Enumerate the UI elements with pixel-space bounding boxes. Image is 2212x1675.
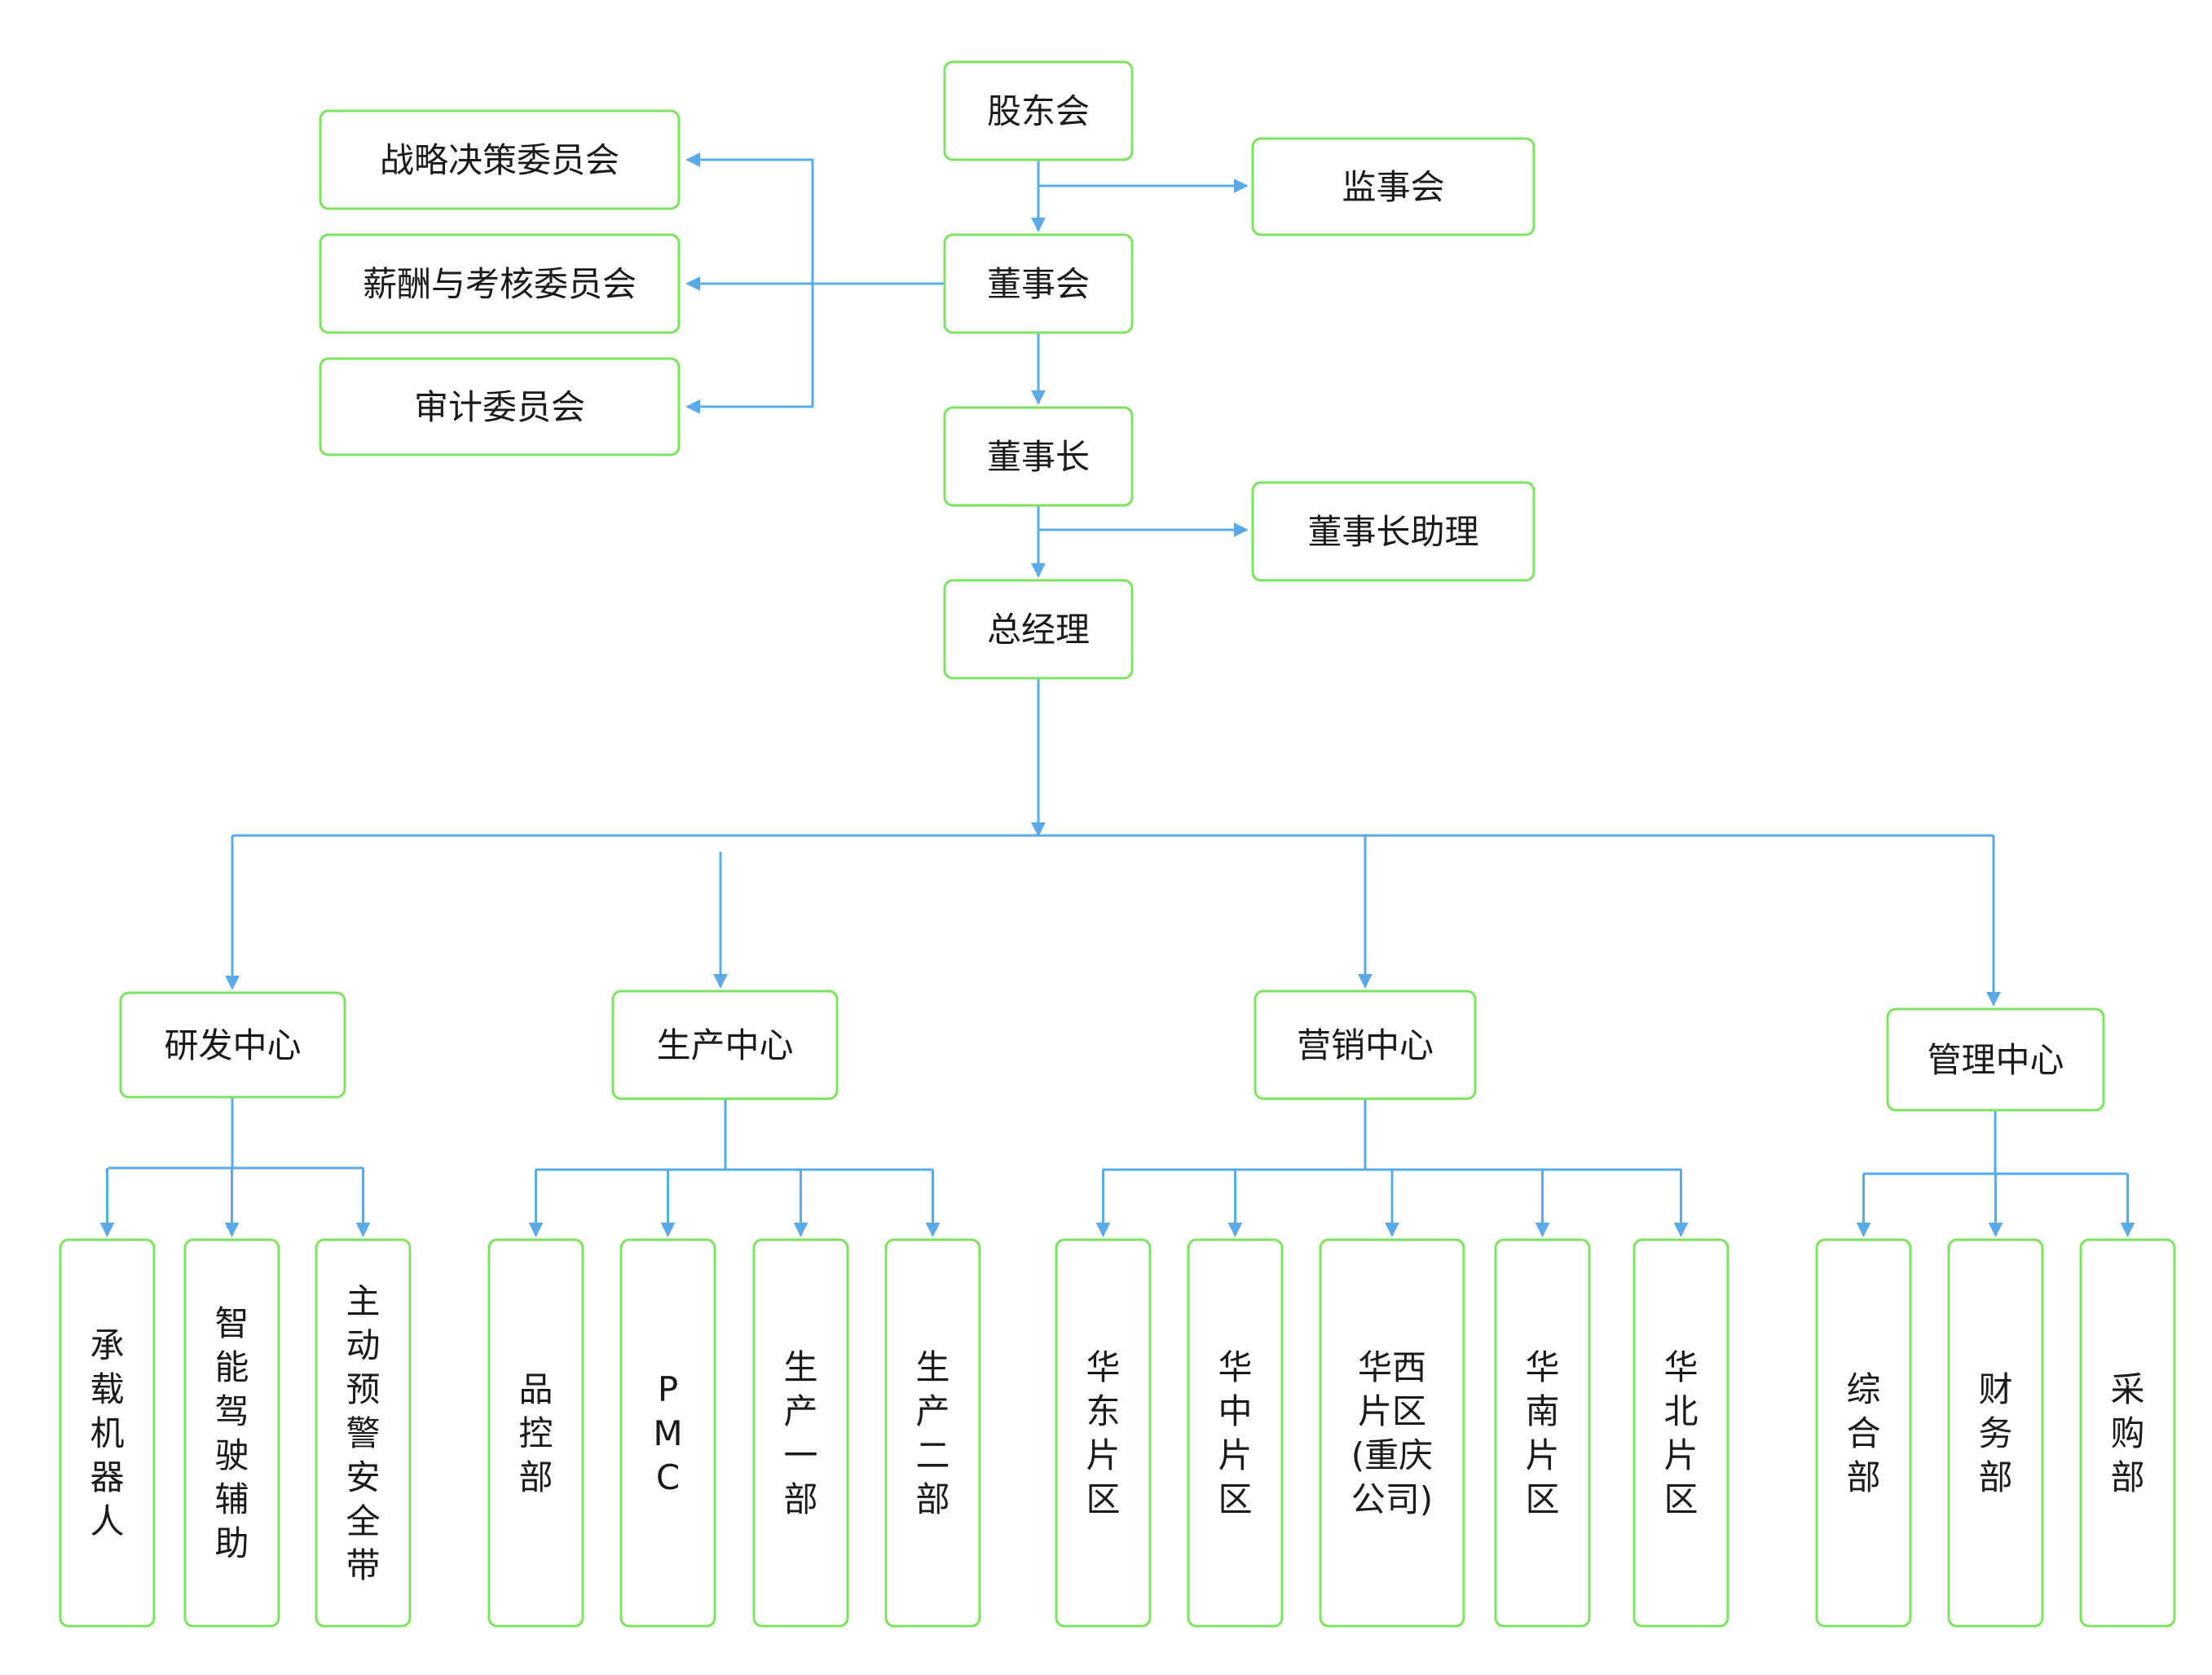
edge-board-audit — [685, 284, 814, 414]
supervisory-board-label: 监事会 — [1342, 167, 1444, 207]
rd-center-frame — [119, 991, 346, 1099]
audit-committee: 审计委员会 — [319, 357, 681, 456]
compensation-committee: 薪酬与考核委员会 — [319, 233, 681, 334]
board-of-directors-frame — [943, 233, 1134, 334]
rd-dept-adas: 智能驾驶辅助 — [183, 1238, 280, 1628]
mkt-dept-east: 华东片区 — [1055, 1238, 1152, 1628]
prod-dept-1-frame — [752, 1238, 849, 1628]
mkt-dept-north-label: 华北片区 — [1663, 1347, 1698, 1519]
mgmt-dept-general-frame — [1815, 1238, 1912, 1628]
marketing-center: 营销中心 — [1254, 990, 1477, 1100]
mkt-dept-central-label: 华中片区 — [1218, 1347, 1252, 1519]
mgmt-dept-general-label: 综合部 — [1846, 1369, 1880, 1497]
management-center-frame — [1886, 1007, 2105, 1112]
mkt-dept-west: 华西片区(重庆公司) — [1319, 1238, 1465, 1628]
rd-center: 研发中心 — [119, 991, 346, 1099]
rd-center-label: 研发中心 — [164, 1025, 301, 1065]
mkt-dept-west-label: 华西片区(重庆公司) — [1351, 1347, 1433, 1519]
mkt-dept-west-frame — [1319, 1238, 1465, 1628]
prod-dept-1: 生产一部 — [752, 1238, 849, 1628]
shareholders-meeting-label: 股东会 — [987, 91, 1090, 131]
mgmt-dept-purchasing: 采购部 — [2079, 1238, 2176, 1628]
production-center-frame — [611, 990, 839, 1100]
management-center-label: 管理中心 — [1927, 1040, 2064, 1080]
board-of-directors-label: 董事会 — [987, 264, 1090, 304]
chairman-assistant-frame — [1251, 481, 1536, 582]
rd-dept-seatbelt-label: 主动预警安全带 — [346, 1281, 380, 1585]
audit-committee-label: 审计委员会 — [414, 387, 585, 427]
general-manager-frame — [943, 579, 1134, 680]
prod-dept-1-label: 生产一部 — [783, 1347, 817, 1519]
mkt-dept-east-frame — [1055, 1238, 1152, 1628]
prod-dept-pmc-frame — [619, 1238, 716, 1628]
general-manager: 总经理 — [943, 579, 1134, 680]
mkt-dept-south-label: 华南片区 — [1525, 1347, 1559, 1519]
prod-dept-qc-label: 品控部 — [518, 1369, 553, 1497]
production-center-label: 生产中心 — [656, 1025, 793, 1065]
mkt-dept-central: 华中片区 — [1187, 1238, 1284, 1628]
mkt-dept-south: 华南片区 — [1494, 1238, 1591, 1628]
chairman: 董事长 — [943, 406, 1134, 507]
prod-dept-qc: 品控部 — [487, 1238, 584, 1628]
chairman-assistant: 董事长助理 — [1251, 481, 1536, 582]
marketing-center-frame — [1254, 990, 1477, 1100]
compensation-committee-frame — [319, 233, 681, 334]
mgmt-dept-finance-label: 财务部 — [1978, 1369, 2012, 1497]
compensation-committee-label: 薪酬与考核委员会 — [363, 264, 637, 304]
mgmt-dept-general: 综合部 — [1815, 1238, 1912, 1628]
supervisory-board-frame — [1251, 137, 1536, 236]
mkt-dept-central-frame — [1187, 1238, 1284, 1628]
production-center: 生产中心 — [611, 990, 839, 1100]
mkt-dept-north: 华北片区 — [1633, 1238, 1730, 1628]
prod-dept-qc-frame — [487, 1238, 584, 1628]
mgmt-dept-finance-frame — [1947, 1238, 2044, 1628]
prod-dept-2: 生产二部 — [884, 1238, 981, 1628]
rd-dept-adas-label: 智能驾驶辅助 — [214, 1303, 249, 1563]
mgmt-dept-purchasing-label: 采购部 — [2110, 1369, 2144, 1497]
mkt-dept-north-frame — [1633, 1238, 1730, 1628]
prod-dept-2-frame — [884, 1238, 981, 1628]
board-of-directors: 董事会 — [943, 233, 1134, 334]
shareholders-meeting-frame — [943, 60, 1134, 161]
rd-dept-seatbelt: 主动预警安全带 — [315, 1238, 412, 1628]
rd-dept-robot-label: 承载机器人 — [90, 1325, 124, 1541]
marketing-center-label: 营销中心 — [1297, 1025, 1434, 1065]
strategy-committee-label: 战略决策委员会 — [380, 140, 619, 180]
rd-dept-robot: 承载机器人 — [59, 1238, 156, 1628]
management-center: 管理中心 — [1886, 1007, 2105, 1112]
mkt-dept-east-label: 华东片区 — [1086, 1347, 1120, 1519]
strategy-committee-frame — [319, 109, 681, 210]
prod-dept-2-label: 生产二部 — [915, 1347, 950, 1519]
rd-dept-seatbelt-frame — [315, 1238, 412, 1628]
audit-committee-frame — [319, 357, 681, 456]
shareholders-meeting: 股东会 — [943, 60, 1134, 161]
chairman-assistant-label: 董事长助理 — [1307, 512, 1478, 552]
mkt-dept-south-frame — [1494, 1238, 1591, 1628]
strategy-committee: 战略决策委员会 — [319, 109, 681, 210]
mgmt-dept-finance: 财务部 — [1947, 1238, 2044, 1628]
chairman-label: 董事长 — [987, 437, 1090, 477]
rd-dept-adas-frame — [183, 1238, 280, 1628]
connectors — [99, 152, 2135, 1237]
rd-dept-robot-frame — [59, 1238, 156, 1628]
mgmt-dept-purchasing-frame — [2079, 1238, 2176, 1628]
general-manager-label: 总经理 — [987, 610, 1090, 650]
edge-board-trunk — [685, 152, 945, 285]
supervisory-board: 监事会 — [1251, 137, 1536, 236]
chairman-frame — [943, 406, 1134, 507]
